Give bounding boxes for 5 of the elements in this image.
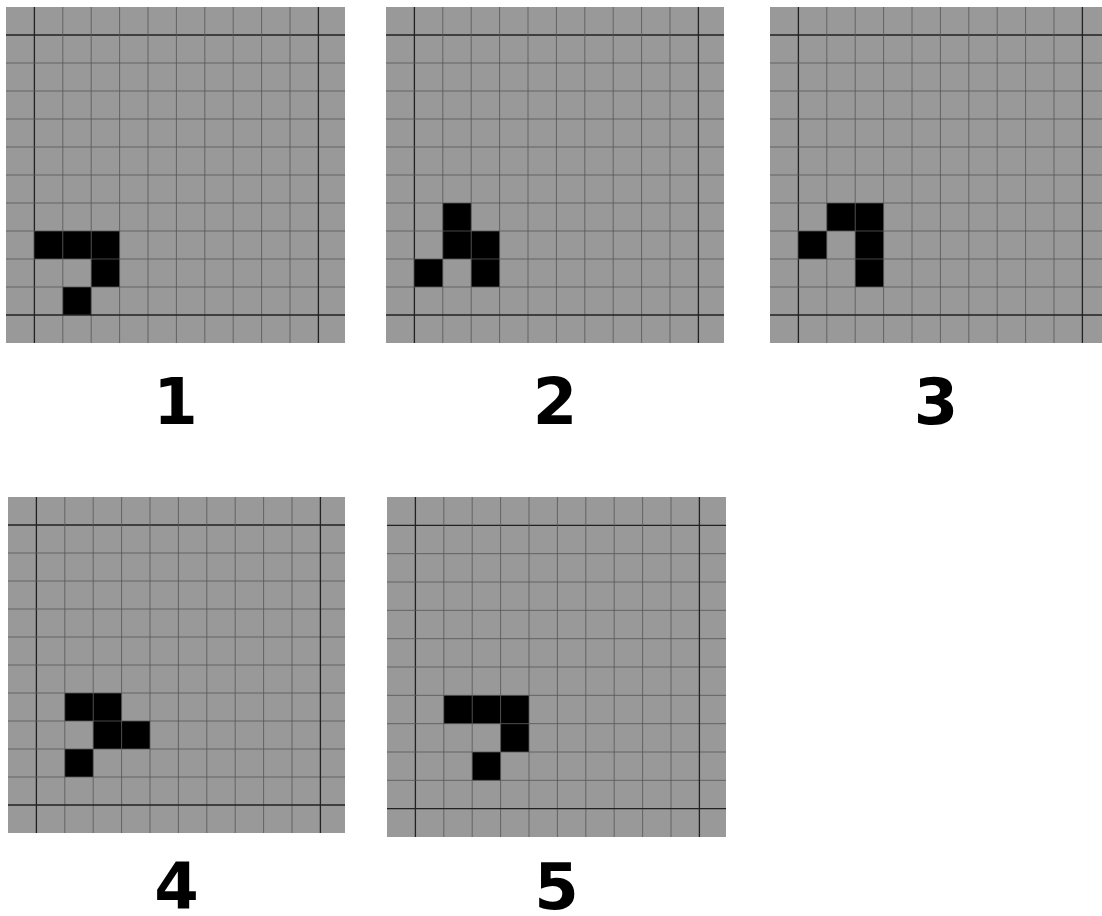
step-number: 3 [912, 370, 960, 434]
step-number: 4 [153, 855, 200, 916]
step-number: 5 [533, 855, 580, 916]
step-number: 2 [531, 370, 579, 434]
step-number: 1 [152, 370, 199, 434]
